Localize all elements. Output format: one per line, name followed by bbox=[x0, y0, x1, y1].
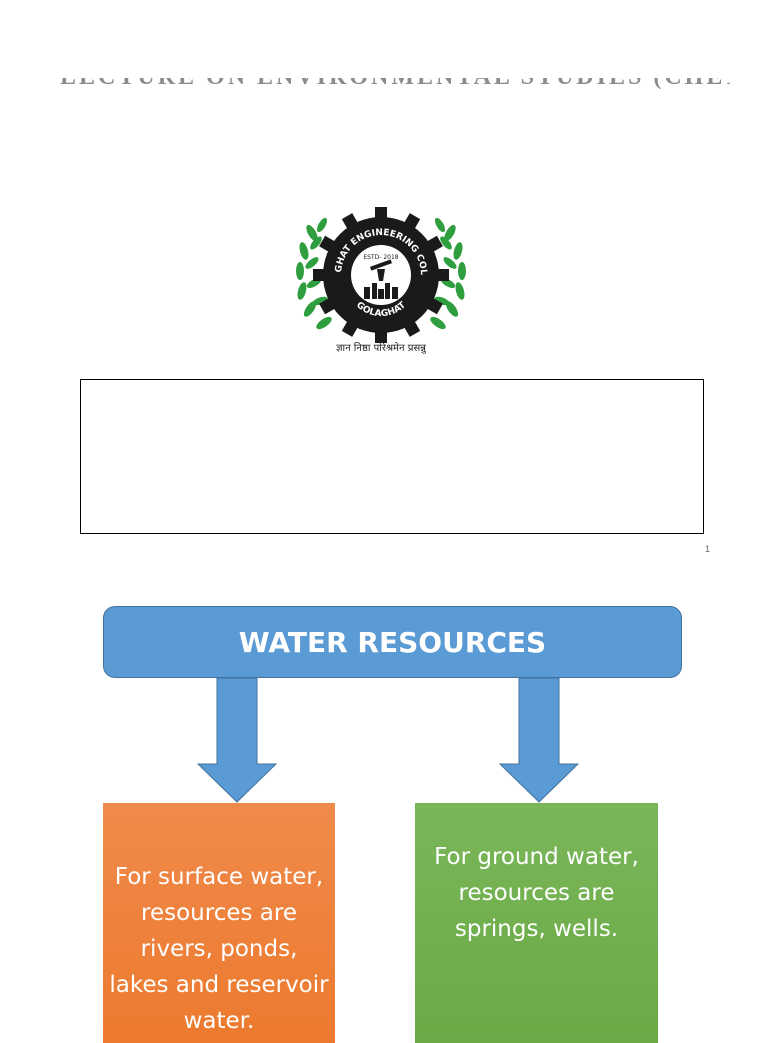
empty-text-box bbox=[80, 379, 704, 534]
surface-water-text: For surface water, resources are rivers,… bbox=[109, 864, 329, 1034]
page-title-text: LECTURE ON ENVIRONMENTAL STUDIES (CHE181… bbox=[60, 78, 730, 91]
seal-emblem-icon bbox=[364, 259, 398, 299]
arrow-down-right-icon bbox=[498, 678, 580, 803]
ground-water-text: For ground water, resources are springs,… bbox=[434, 844, 639, 942]
college-seal-icon: GOLAGHAT ENGINEERING COLLEGE GOLAGHAT ES… bbox=[284, 203, 466, 343]
page-title-clipped: LECTURE ON ENVIRONMENTAL STUDIES (CHE181… bbox=[60, 78, 730, 92]
seal-established-text: ESTD- 2018 bbox=[363, 254, 398, 261]
arrow-down-left-icon bbox=[196, 678, 278, 803]
college-motto: ज्ञान निष्ठा परिश्रमेन प्रसन्नु bbox=[336, 343, 426, 354]
page-number: 1 bbox=[704, 544, 710, 554]
college-logo: GOLAGHAT ENGINEERING COLLEGE GOLAGHAT ES… bbox=[284, 203, 478, 359]
ground-water-box: For ground water, resources are springs,… bbox=[415, 803, 658, 1043]
laurel-left-icon bbox=[296, 217, 332, 330]
water-resources-header: WATER RESOURCES bbox=[103, 606, 682, 678]
surface-water-box: For surface water, resources are rivers,… bbox=[103, 803, 335, 1043]
water-resources-title: WATER RESOURCES bbox=[238, 625, 547, 659]
